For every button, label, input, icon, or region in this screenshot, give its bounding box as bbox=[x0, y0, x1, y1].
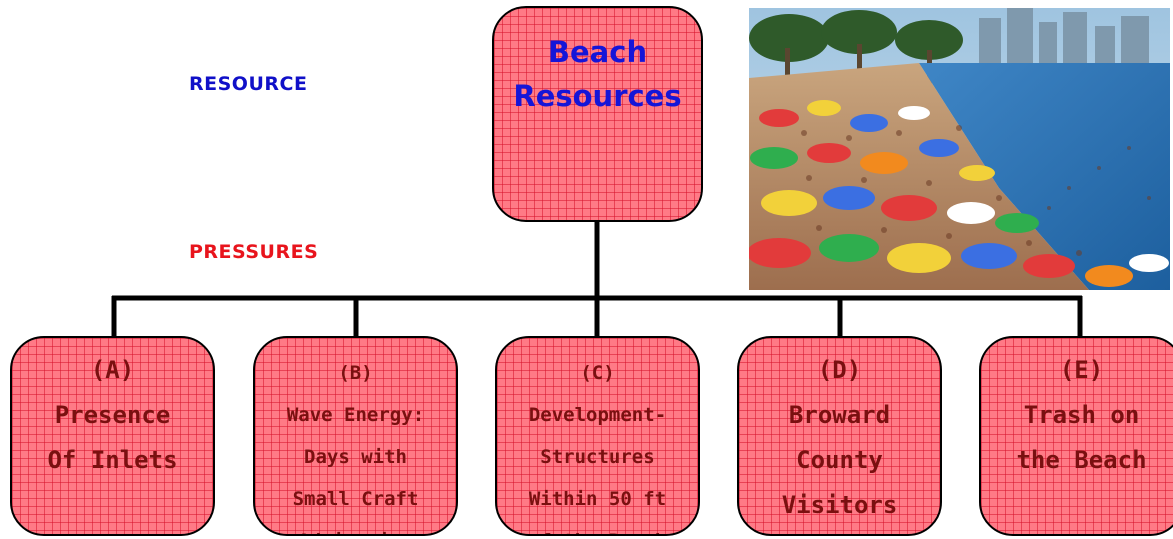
pressure-text-line: (E) bbox=[1059, 356, 1104, 384]
pressure-node-d: (D) Broward County Visitors bbox=[737, 336, 942, 536]
photo-crowd bbox=[801, 125, 1151, 256]
pressure-text-line: Broward bbox=[788, 401, 891, 429]
pressures-label: PRESSURES bbox=[189, 241, 319, 263]
resource-label: RESOURCE bbox=[189, 73, 308, 95]
pressure-node-a: (A) Presence Of Inlets bbox=[10, 336, 215, 536]
pressure-node-c: (C) Development- Structures Within 50 ft… bbox=[495, 336, 700, 536]
pressure-node-e: (E) Trash on the Beach bbox=[979, 336, 1173, 536]
beach-crowd-photo bbox=[749, 8, 1170, 290]
beach-resources-node: Beach Resources bbox=[492, 6, 703, 222]
pressure-text-line: (D) bbox=[817, 356, 862, 384]
pressure-text-line: Development- bbox=[528, 404, 667, 426]
pressure-text-line: Days with bbox=[304, 446, 407, 468]
pressure-text-line: Trash on bbox=[1023, 401, 1140, 429]
pressure-text-line: (C) bbox=[580, 362, 615, 384]
photo-buildings bbox=[979, 8, 1149, 68]
pressure-text-line: (A) bbox=[90, 356, 135, 384]
root-text-line: Beach bbox=[547, 35, 648, 69]
photo-sea bbox=[919, 63, 1170, 290]
pressure-node-b: (B) Wave Energy: Days with Small Craft A… bbox=[253, 336, 458, 536]
pressure-text-line: the Beach bbox=[1016, 446, 1147, 474]
pressure-text-line: Small Craft bbox=[292, 488, 419, 510]
pressure-text-line: Within 50 ft bbox=[528, 488, 667, 510]
pressure-text-line: Of Inlets bbox=[47, 446, 178, 474]
pressure-text-line: Presence bbox=[54, 401, 171, 429]
pressure-text-line: Wave Energy: bbox=[286, 404, 425, 426]
root-text-line: Resources bbox=[513, 79, 682, 113]
pressure-text-line: County bbox=[796, 446, 883, 474]
pressure-text-line: of the Beach bbox=[529, 520, 666, 534]
photo-umbrellas bbox=[749, 100, 1169, 287]
pressure-text-line: Advisories bbox=[298, 520, 412, 534]
pressure-text-line: (B) bbox=[338, 362, 373, 384]
pressure-text-line: Structures bbox=[540, 446, 655, 468]
pressure-text-line: Visitors bbox=[781, 491, 898, 519]
photo-sand bbox=[749, 63, 1089, 290]
